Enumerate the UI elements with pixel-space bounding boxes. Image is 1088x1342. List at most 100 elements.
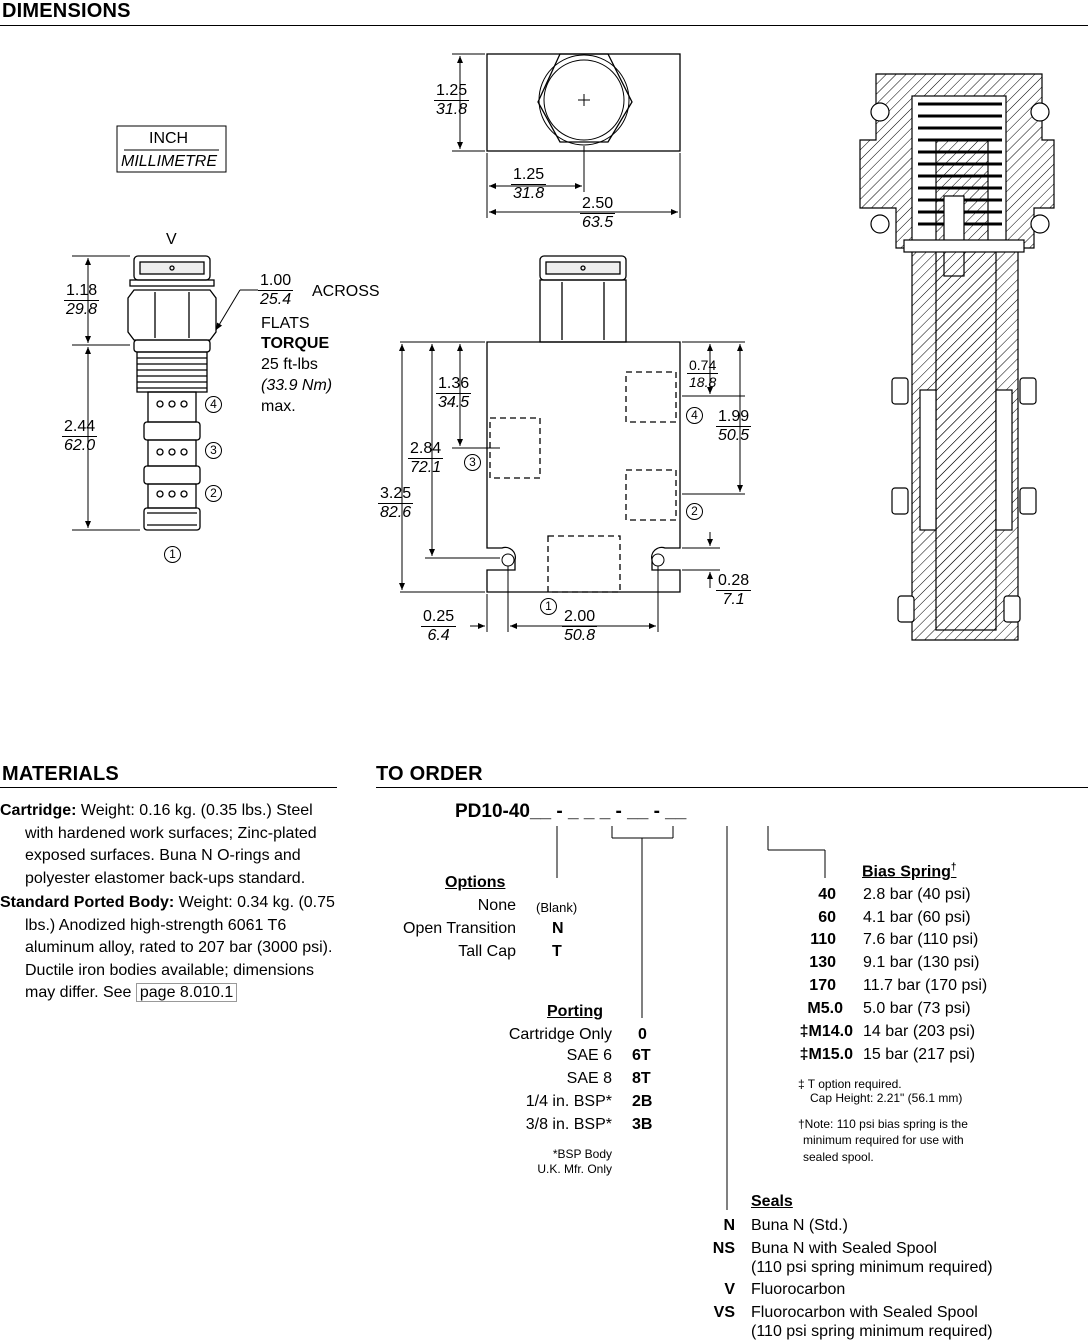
porting-cartridge-label: Cartridge Only (508, 1026, 612, 1043)
seal-ns-desc: Buna N with Sealed Spool (751, 1240, 937, 1257)
materials-heading: MATERIALS (2, 763, 119, 785)
cartridge-port-1: 1 (164, 546, 181, 563)
cartridge-port-3: 3 (205, 442, 222, 459)
seal-n-desc: Buna N (Std.) (751, 1217, 848, 1234)
torque-max: max. (261, 398, 296, 415)
porting-sae8-label: SAE 8 (566, 1070, 612, 1087)
porting-bsp14-label: 1/4 in. BSP* (525, 1093, 612, 1110)
dimension-drawings (72, 53, 1055, 641)
option-none-label: None (477, 897, 516, 914)
option-tall-label: Tall Cap (458, 943, 516, 960)
materials-text: Cartridge: Weight: 0.16 kg. (0.35 lbs.) … (0, 800, 335, 1007)
flats-text: FLATS (261, 315, 310, 332)
cross-section-drawing (859, 73, 1055, 641)
spring-170-code: 170 (809, 977, 836, 994)
materials-rule (0, 787, 337, 788)
spring-40-code: 40 (818, 886, 836, 903)
torque-nm: (33.9 Nm) (261, 377, 333, 394)
spring-40-desc: 2.8 bar (40 psi) (863, 886, 971, 903)
porting-title: Porting (547, 1003, 603, 1020)
cartridge-port-2: 2 (205, 485, 222, 502)
dimensions-heading: DIMENSIONS (2, 0, 131, 22)
spring-note1b: Cap Height: 2.21" (56.1 mm) (810, 1091, 963, 1105)
order-code: PD10-40__ - _ _ _ - __ - __ (455, 801, 687, 822)
option-tall-code: T (552, 943, 562, 960)
porting-bsp38-code: 3B (632, 1116, 653, 1133)
spring-130-desc: 9.1 bar (130 psi) (863, 954, 980, 971)
dimensions-rule (0, 25, 1088, 26)
to-order-heading: TO ORDER (376, 763, 483, 785)
options-title: Options (445, 874, 506, 891)
porting-sae6-label: SAE 6 (566, 1047, 612, 1064)
spring-note2b: minimum required for use with (803, 1133, 964, 1147)
spring-m150-desc: 15 bar (217 psi) (863, 1046, 976, 1063)
bias-spring-title: Bias Spring† (862, 862, 957, 881)
body-port-4: 4 (686, 407, 703, 424)
porting-bsp38-label: 3/8 in. BSP* (525, 1116, 612, 1133)
spring-110-desc: 7.6 bar (110 psi) (863, 931, 979, 948)
body-front-drawing (486, 255, 681, 593)
porting-sae8-code: 8T (632, 1070, 651, 1087)
seal-vs-desc: Fluorocarbon with Sealed Spool (751, 1304, 978, 1321)
legend-inch: INCH (149, 130, 189, 147)
spring-170-desc: 11.7 bar (170 psi) (863, 977, 988, 994)
porting-sae6-code: 6T (632, 1047, 651, 1064)
body-port-1: 1 (540, 598, 557, 615)
seal-vs-code: VS (713, 1304, 735, 1321)
cartridge-port-4: 4 (205, 396, 222, 413)
seal-n-code: N (723, 1217, 735, 1234)
spring-note1a: ‡ T option required. (798, 1077, 902, 1091)
body-top-drawing (486, 53, 681, 152)
torque-ftlbs: 25 ft-lbs (261, 356, 318, 373)
spring-60-desc: 4.1 bar (60 psi) (863, 909, 971, 926)
spring-60-code: 60 (818, 909, 836, 926)
legend-millimetre: MILLIMETRE (121, 153, 218, 170)
seal-vs-sub: (110 psi spring minimum required) (751, 1323, 993, 1340)
spring-m150-code: ‡M15.0 (799, 1046, 853, 1063)
seal-ns-code: NS (712, 1240, 735, 1257)
materials-body: Standard Ported Body: Weight: 0.34 kg. (… (0, 894, 335, 1002)
body-port-2: 2 (686, 503, 703, 520)
option-open-label: Open Transition (403, 920, 516, 937)
spring-130-code: 130 (809, 954, 836, 971)
porting-bsp14-code: 2B (632, 1093, 653, 1110)
body-port-3: 3 (464, 454, 481, 471)
across-flats-text: ACROSS (312, 283, 380, 300)
spring-m140-code: ‡M14.0 (799, 1023, 853, 1040)
bias-spring-title-mark: † (950, 862, 957, 873)
spring-m50-code: M5.0 (807, 1000, 843, 1017)
option-none-code: (Blank) (536, 900, 578, 915)
spring-m140-desc: 14 bar (203 psi) (863, 1023, 976, 1040)
seals-title: Seals (751, 1193, 793, 1210)
spring-110-code: 110 (810, 931, 836, 948)
seal-v-code: V (724, 1281, 735, 1298)
to-order-rule (376, 787, 1088, 788)
seal-v-desc: Fluorocarbon (751, 1281, 846, 1298)
legend-box (116, 125, 227, 173)
cartridge-drawing (127, 255, 217, 531)
page-link[interactable]: page 8.010.1 (135, 983, 238, 1002)
spring-m50-desc: 5.0 bar (73 psi) (863, 1000, 971, 1017)
torque-title: TORQUE (261, 335, 330, 352)
materials-cartridge: Cartridge: Weight: 0.16 kg. (0.35 lbs.) … (0, 802, 317, 887)
spring-note2a: †Note: 110 psi bias spring is the (798, 1117, 968, 1131)
porting-note1: *BSP Body (552, 1147, 612, 1161)
cartridge-top-label: V (166, 231, 177, 248)
option-open-code: N (552, 920, 564, 937)
spring-note2c: sealed spool. (803, 1150, 874, 1164)
